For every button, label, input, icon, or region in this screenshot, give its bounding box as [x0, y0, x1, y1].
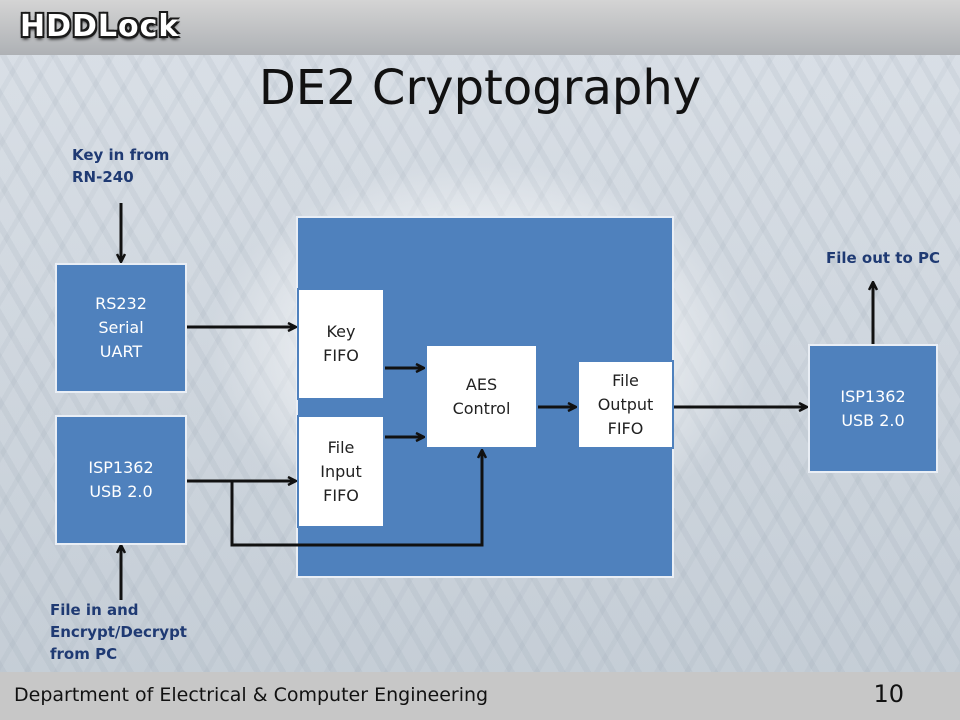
hddlock-logo: HDDLock [20, 9, 180, 44]
label-file-in: File in and Encrypt/Decrypt from PC [50, 601, 187, 663]
rs232-serial-uart-box: RS232 Serial UART [55, 263, 187, 393]
label-file-out: File out to PC [826, 249, 941, 267]
slide-title: DE2 Cryptography [258, 60, 702, 116]
header-bar: HDDLock [0, 0, 960, 55]
file-output-fifo-box: File Output FIFO [577, 360, 674, 449]
key-fifo-box: Key FIFO [297, 288, 385, 400]
arrow-usb-to-aes-bypass [230, 450, 482, 547]
aes-control-box: AES Control [425, 344, 538, 449]
usb-output-box: ISP1362 USB 2.0 [808, 344, 938, 473]
page-number: 10 [873, 680, 904, 708]
file-input-fifo-box: File Input FIFO [297, 415, 385, 528]
usb-input-box: ISP1362 USB 2.0 [55, 415, 187, 545]
footer-bar [0, 672, 960, 720]
department-footer: Department of Electrical & Computer Engi… [14, 684, 489, 706]
label-key-in: Key in from RN-240 [72, 146, 170, 186]
